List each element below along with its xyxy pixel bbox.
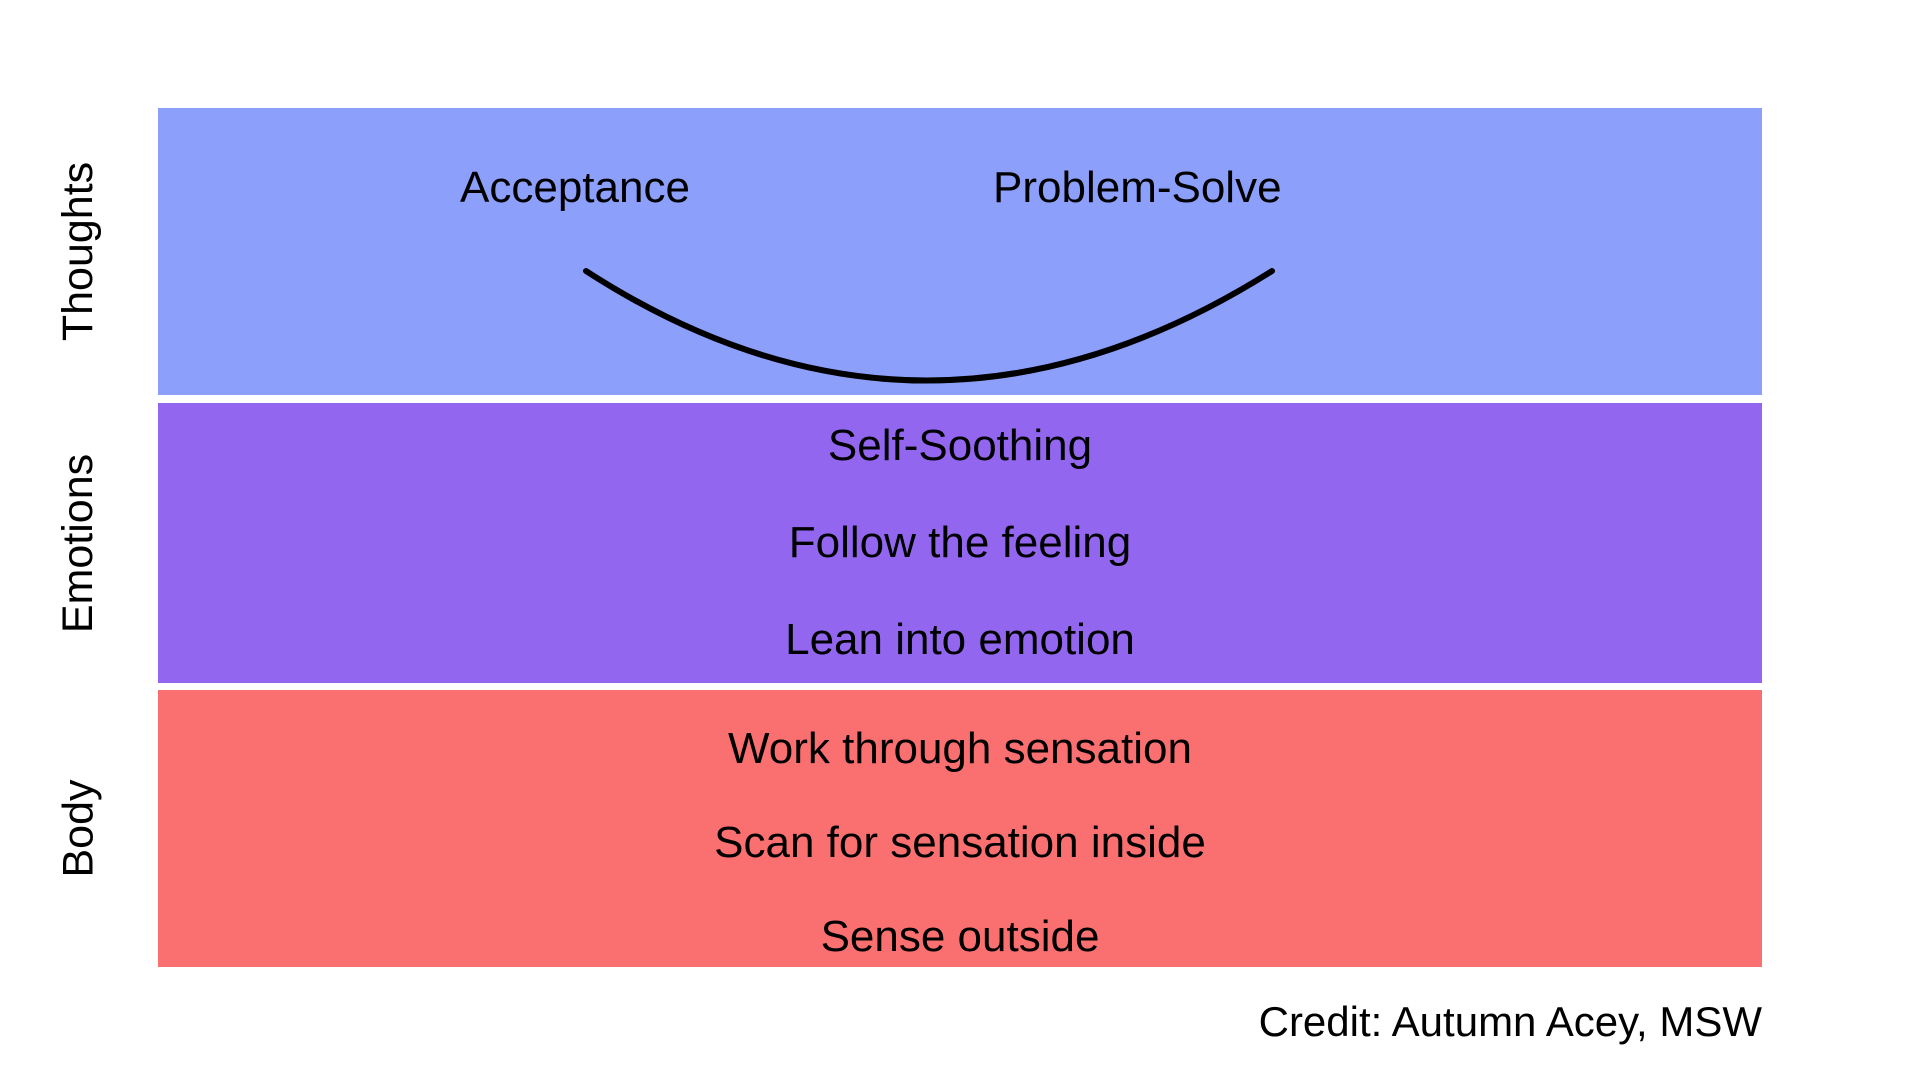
band-label-thoughts-text: Thoughts	[54, 161, 103, 342]
band-label-emotions: Emotions	[0, 403, 158, 683]
thoughts-item-problem-solve: Problem-Solve	[993, 163, 1282, 212]
band-label-body-text: Body	[54, 779, 103, 878]
emotions-item-self-soothing: Self-Soothing	[827, 421, 1093, 470]
body-item-sense-outside: Sense outside	[820, 912, 1100, 961]
band-emotions	[158, 403, 1762, 683]
band-body	[158, 690, 1762, 967]
band-label-emotions-text: Emotions	[54, 453, 103, 633]
emotions-item-follow-the-feeling: Follow the feeling	[788, 518, 1132, 567]
emotions-items-stack: Self-Soothing Follow the feeling Lean in…	[158, 424, 1762, 715]
band-label-body: Body	[0, 690, 158, 967]
thoughts-item-acceptance: Acceptance	[460, 163, 690, 212]
band-label-thoughts: Thoughts	[0, 108, 158, 395]
band-thoughts	[158, 108, 1762, 395]
thoughts-items-row: Acceptance Problem-Solve	[158, 160, 1762, 216]
emotions-item-lean-into-emotion: Lean into emotion	[785, 615, 1135, 664]
body-item-scan-for-sensation-inside: Scan for sensation inside	[714, 818, 1206, 867]
body-items-stack: Work through sensation Scan for sensatio…	[158, 727, 1762, 1009]
body-item-work-through-sensation: Work through sensation	[728, 724, 1192, 773]
credit-line: Credit: Autumn Acey, MSW	[1258, 998, 1762, 1045]
